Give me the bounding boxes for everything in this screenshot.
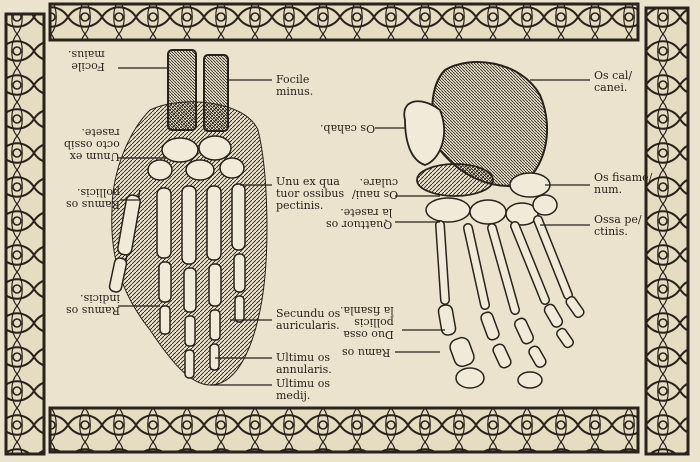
- label-os-nauicularis: Os naui/culare.: [352, 176, 399, 201]
- leader-lines: [118, 67, 590, 386]
- label-ossa-pectinis: Ossa pe/ctinis.: [594, 213, 642, 238]
- left-skeleton-figure: [108, 49, 268, 386]
- right-skeleton-figure: [403, 61, 585, 389]
- label-os-cahab: Os cahab.: [320, 122, 376, 135]
- label-os-fisamanum: Os fisame/num.: [594, 171, 653, 196]
- ornamental-border: [4, 2, 690, 456]
- label-os-calcanei: Os cal/canei.: [594, 69, 633, 94]
- label-ramus-os: Ramu os: [342, 346, 391, 359]
